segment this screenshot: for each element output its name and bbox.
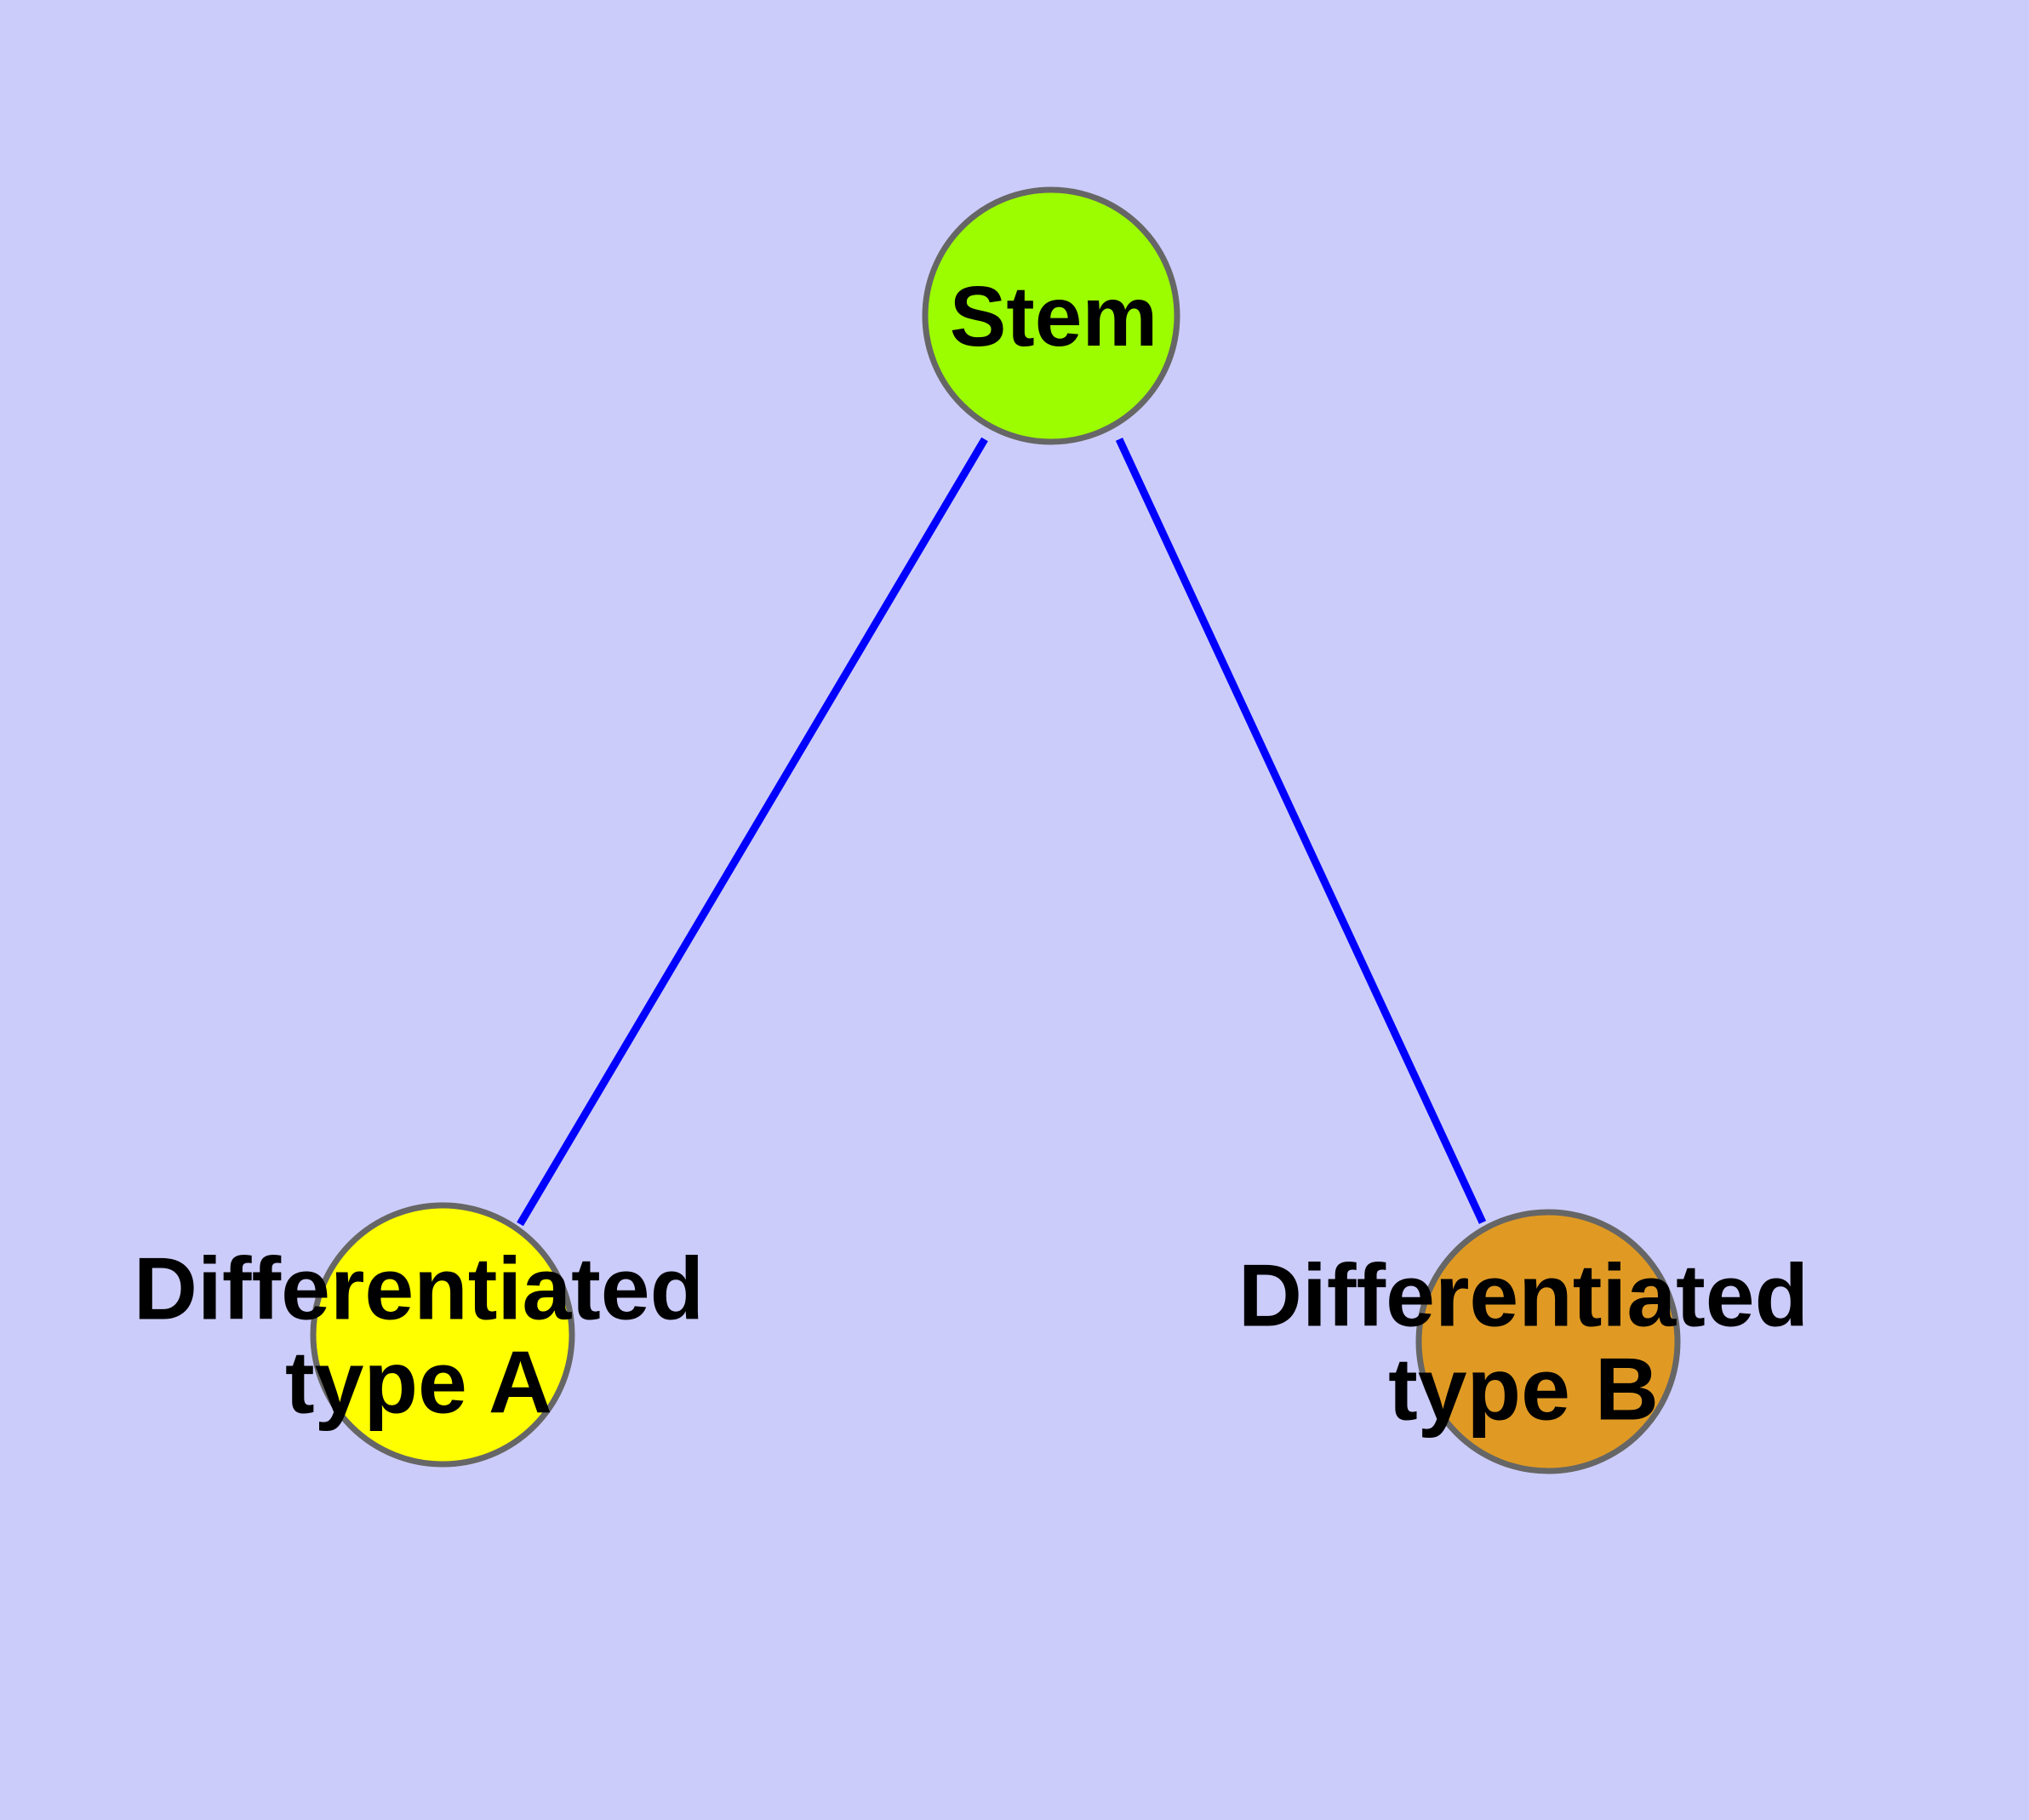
node-circle-stem[interactable] (922, 186, 1180, 445)
graph-node-stem[interactable]: Stem (922, 186, 1180, 445)
node-label-line: Differentiated (134, 1239, 704, 1338)
graph-edge-stem-to-b[interactable] (1115, 438, 1487, 1224)
edge-layer (517, 437, 1487, 1227)
graph-edge-stem-to-a[interactable] (517, 437, 988, 1227)
node-label-line: Stem (950, 269, 1158, 364)
node-label-line: Differentiated (1238, 1246, 1809, 1345)
node-label-line: type B (1388, 1341, 1659, 1439)
node-circle-diff_b[interactable] (1415, 1209, 1681, 1474)
node-label-line: type A (285, 1334, 552, 1433)
node-label-stem: Stem (950, 269, 1158, 364)
node-circle-diff_a[interactable] (310, 1202, 575, 1468)
